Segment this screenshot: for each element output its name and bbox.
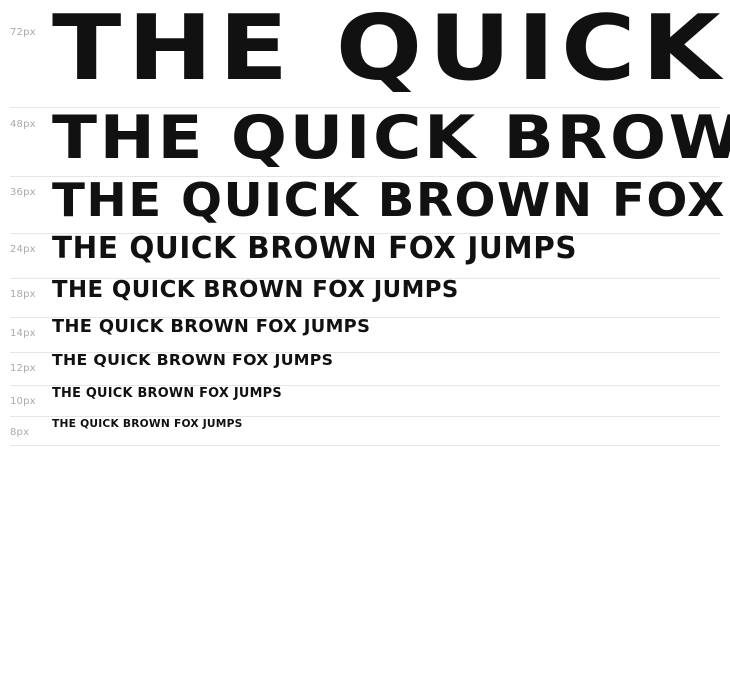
waterfall-row-24: 24px THE QUICK BROWN FOX JUMPS — [10, 234, 720, 279]
sample-text: THE QUICK BROWN FOX JUMPS — [52, 173, 730, 227]
sample-text: THE QUICK BROWN FOX JUMPS — [52, 351, 334, 369]
waterfall-row-18: 18px THE QUICK BROWN FOX JUMPS — [10, 279, 720, 318]
sample-text: THE QUICK BROWN FOX JUMPS — [52, 277, 459, 303]
waterfall-row-72: 72px THE QUICK BROWN FOX JUMPS — [10, 0, 730, 108]
size-label: 12px — [10, 363, 36, 374]
waterfall-row-14: 14px THE QUICK BROWN FOX JUMPS — [10, 318, 720, 353]
waterfall-row-48: 48px THE QUICK BROWN FOX JUMPS — [10, 108, 730, 177]
size-label: 18px — [10, 289, 36, 300]
size-label: 48px — [10, 119, 36, 130]
size-label: 10px — [10, 396, 36, 407]
waterfall-row-8: 8px THE QUICK BROWN FOX JUMPS — [10, 417, 720, 446]
sample-text: THE QUICK BROWN FOX JUMPS — [52, 316, 371, 337]
waterfall-row-36: 36px THE QUICK BROWN FOX JUMPS — [10, 177, 730, 234]
size-label: 72px — [10, 27, 36, 38]
sample-text: THE QUICK BROWN FOX JUMPS — [52, 417, 243, 430]
size-label: 14px — [10, 328, 36, 339]
sample-text: THE QUICK BROWN FOX JUMPS — [52, 386, 282, 401]
font-size-waterfall: 72px THE QUICK BROWN FOX JUMPS 48px THE … — [10, 0, 730, 446]
sample-text: THE QUICK BROWN FOX JUMPS — [52, 103, 730, 173]
sample-text: THE QUICK BROWN FOX JUMPS — [52, 0, 730, 101]
waterfall-row-10: 10px THE QUICK BROWN FOX JUMPS — [10, 386, 720, 417]
sample-text: THE QUICK BROWN FOX JUMPS — [52, 231, 578, 266]
size-label: 8px — [10, 427, 30, 438]
waterfall-row-12: 12px THE QUICK BROWN FOX JUMPS — [10, 353, 720, 386]
size-label: 36px — [10, 187, 36, 198]
size-label: 24px — [10, 244, 36, 255]
